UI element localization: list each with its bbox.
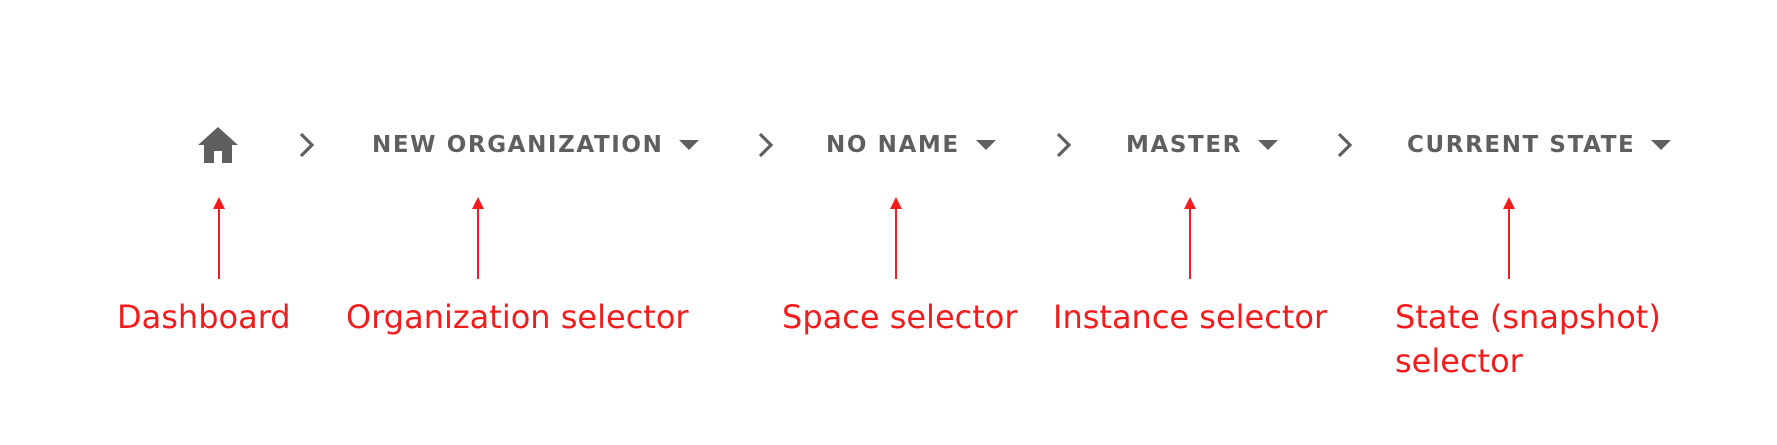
annotation-arrow-instance — [1182, 197, 1198, 279]
home-icon[interactable] — [196, 124, 240, 166]
space-selector[interactable]: NO NAME — [826, 125, 996, 165]
annotation-instance-selector: Instance selector — [1053, 298, 1328, 336]
caret-down-icon — [679, 140, 700, 150]
chevron-right-icon — [1336, 131, 1354, 159]
organization-selector[interactable]: NEW ORGANIZATION — [372, 125, 700, 165]
chevron-right-icon — [757, 131, 775, 159]
chevron-right-icon — [298, 131, 316, 159]
chevron-right-icon — [1055, 131, 1073, 159]
annotation-state-line-1: State (snapshot) — [1395, 298, 1661, 336]
caret-down-icon — [975, 140, 996, 150]
organization-selector-label: NEW ORGANIZATION — [372, 132, 664, 158]
annotation-arrow-space — [888, 197, 904, 279]
annotation-dashboard: Dashboard — [117, 298, 291, 336]
annotation-arrow-state — [1501, 197, 1517, 279]
annotation-state-line-2: selector — [1395, 342, 1523, 380]
annotation-arrow-organization — [470, 197, 486, 279]
caret-down-icon — [1651, 140, 1672, 150]
instance-selector[interactable]: MASTER — [1126, 125, 1278, 165]
caret-down-icon — [1257, 140, 1278, 150]
instance-selector-label: MASTER — [1126, 132, 1242, 158]
annotation-arrow-dashboard — [211, 197, 227, 279]
space-selector-label: NO NAME — [826, 132, 960, 158]
annotation-organization-selector: Organization selector — [346, 298, 689, 336]
state-selector-label: CURRENT STATE — [1407, 132, 1636, 158]
annotation-state-selector: State (snapshot) selector — [1395, 295, 1661, 383]
breadcrumb: NEW ORGANIZATION NO NAME MASTER CURRENT … — [196, 124, 1672, 166]
state-selector[interactable]: CURRENT STATE — [1407, 125, 1672, 165]
annotation-space-selector: Space selector — [782, 298, 1018, 336]
